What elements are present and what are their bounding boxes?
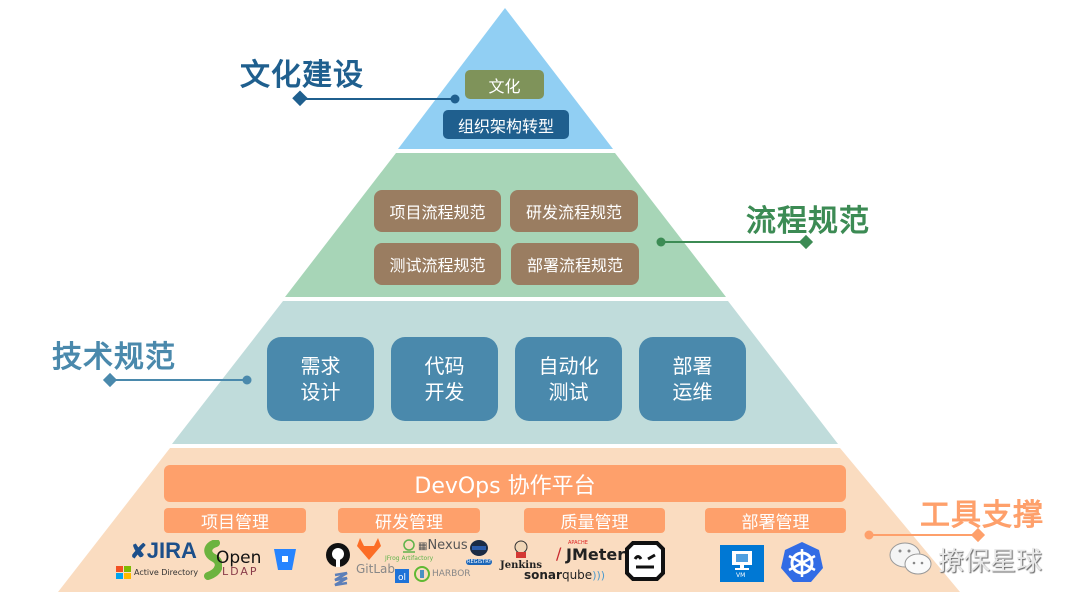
jenkins-logo: Jenkins [500,540,542,571]
tech-item-ops: 部署 运维 [639,337,746,421]
tech-dot [242,375,252,385]
bitbucket-logo [272,546,298,576]
category-deploy-mgmt: 部署管理 [705,508,846,533]
registry-label: REGISTRY [466,559,493,565]
tech-title: 技术规范 [52,340,176,375]
tech-item-line1: 需求 [300,354,341,378]
jmeter-apache-label: APACHE [568,540,588,546]
harbor-logo: HARBOR [414,566,471,582]
culture-title: 文化建设 [240,58,364,93]
tech-item-coding: 代码 开发 [391,337,498,421]
subversion-logo [333,571,349,593]
github-icon [326,543,350,567]
tools-diamond [970,527,986,543]
gitlab-label: GitLab [356,562,395,576]
tech-item-line2: 设计 [300,380,341,404]
openldap-worm-icon [204,539,223,580]
active-directory-logo: Active Directory [116,566,198,579]
bitbucket-icon [274,549,296,570]
tech-item-line1: 自动化 [538,354,599,378]
jenkins-label: Jenkins [500,560,542,571]
active-directory-label: Active Directory [134,568,199,577]
jmeter-label: JMeter [566,545,626,564]
jfrog-logo: JFrog Artifactory [385,538,433,562]
nexus-label: Nexus [427,538,468,553]
gitlab-icon [357,538,381,560]
tech-item-line2: 测试 [548,380,589,404]
vm-logo: VM [720,545,764,586]
project-process-item: 项目流程规范 [374,190,501,232]
tools-dot [864,530,874,540]
kubernetes-logo [780,541,824,587]
tech-item-line1: 代码 [424,354,465,378]
jmeter-feather-icon: / [556,544,562,563]
deploy-process-item: 部署流程规范 [511,243,639,285]
tech-item-line1: 部署 [672,354,713,378]
process-diamond [798,234,814,250]
rd-process-item: 研发流程规范 [510,190,638,232]
tech-diamond [102,372,118,388]
jenkins-icon [514,540,528,558]
openldap-label-top: Open [216,548,262,568]
vm-icon [720,545,764,582]
gitlab-logo: GitLab [356,538,395,576]
sonarqube-logo: sonarqube))) [524,568,605,582]
tech-item-line2: 开发 [424,380,465,404]
watermark-text: 撩保星球 [938,546,1043,577]
robot-framework-logo [625,541,665,585]
category-quality-mgmt: 质量管理 [524,508,665,533]
svn-icon [334,571,348,587]
wechat-icon [889,542,932,575]
tech-item-testing: 自动化 测试 [515,337,622,421]
devops-platform-bar: DevOps 协作平台 [164,465,846,502]
vm-label: VM [736,572,746,579]
openldap-logo: Open LDAP [202,539,261,584]
culture-dot [450,94,460,104]
process-dot [656,237,666,247]
nexus-logo: ▦Nexus [418,538,468,553]
kubernetes-icon [781,542,823,582]
jfrog-icon [403,539,416,553]
tech-item-line2: 运维 [672,380,713,404]
process-title: 流程规范 [746,204,870,239]
org-transform-item: 组织架构转型 [443,110,569,139]
category-project-mgmt: 项目管理 [164,508,306,533]
docs-logo: ol [395,568,409,587]
jira-logo: ✘JIRA [130,538,197,564]
process-band [285,153,726,297]
github-logo [326,543,350,571]
jfrog-label: JFrog Artifactory [385,555,434,562]
sonar-waves-icon: ))) [592,569,606,582]
watermark: 撩保星球 [888,540,1042,578]
robot-icon [625,541,665,581]
harbor-icon [414,566,430,582]
svg-text:ol: ol [398,573,406,583]
category-rd-mgmt: 研发管理 [338,508,480,533]
docker-registry-logo: REGISTRY [466,539,493,565]
test-process-item: 测试流程规范 [374,243,501,285]
jira-label: JIRA [146,538,197,563]
openldap-label-bottom: LDAP [222,565,259,578]
windows-icon [116,566,131,579]
tech-item-requirements: 需求 设计 [267,337,374,421]
harbor-label: HARBOR [432,569,471,579]
culture-item: 文化 [465,70,544,99]
jira-icon: ✘ [130,541,147,563]
registry-icon [470,540,489,556]
sonarqube-label-b: qube [561,568,593,582]
sonarqube-label-a: sonar [524,568,562,582]
tools-title: 工具支撑 [920,498,1044,533]
doc-icon: ol [395,569,409,583]
nexus-icon: ▦ [418,541,428,552]
